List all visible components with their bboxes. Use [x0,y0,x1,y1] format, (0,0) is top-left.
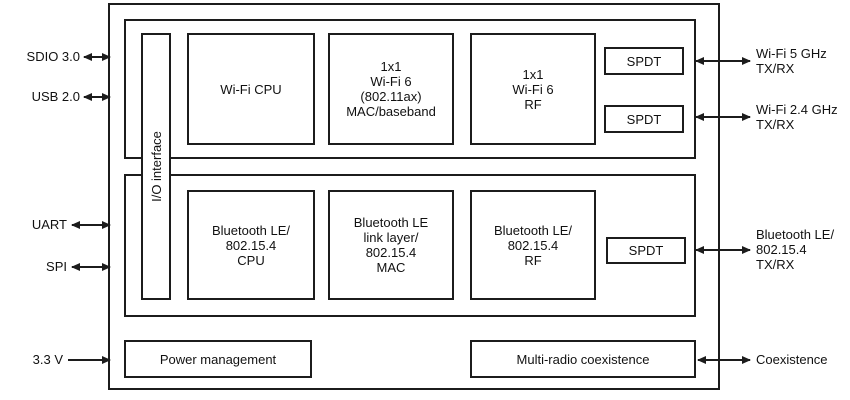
bt-mac-label-line4: MAC [376,260,406,275]
bt-txrx-label-line3: TX/RX [756,257,795,272]
port-label-sdio: SDIO 3.0 [26,49,80,64]
io-interface-block: I/O interface [141,33,171,300]
multi-radio-coexistence-block: Multi-radio coexistence [470,340,696,378]
coexistence-arrow [697,356,751,364]
wifi-cpu-label: Wi-Fi CPU [220,81,282,97]
port-label-wifi-24ghz: Wi-Fi 2.4 GHz TX/RX [756,102,838,132]
port-label-uart: UART [31,217,67,232]
bt-mac-block: Bluetooth LE link layer/ 802.15.4 MAC [328,190,454,300]
spdt-wifi-24ghz-block: SPDT [604,105,684,133]
port-label-coexistence: Coexistence [756,352,828,367]
usb-arrow [83,93,111,101]
port-label-usb: USB 2.0 [31,89,80,104]
bt-rf-label-line3: RF [524,252,542,268]
bt-mac-label-line1: Bluetooth LE [353,215,429,230]
wifi-mac-label-line3: (802.11ax) [360,89,422,104]
wifi-5ghz-arrow [695,57,751,65]
wifi-rf-label-line2: Wi-Fi 6 [512,81,554,97]
bt-cpu-block: Bluetooth LE/ 802.15.4 CPU [187,190,315,300]
bt-mac-label-line2: link layer/ [363,230,419,245]
bt-rf-label-line1: Bluetooth LE/ [493,222,573,238]
spdt-wifi-5ghz-label: SPDT [626,53,662,69]
uart-arrow [71,221,111,229]
chip-outline [108,3,720,390]
bluetooth-subsystem-outline [124,174,696,317]
wifi-rf-label-line3: RF [524,96,542,112]
wifi-24ghz-arrow [695,113,751,121]
bt-txrx-label-line2: 802.15.4 [756,242,807,257]
power-management-block: Power management [124,340,312,378]
wifi-rf-block: 1x1 Wi-Fi 6 RF [470,33,596,145]
coexistence-label-line1: Coexistence [756,352,828,367]
bt-txrx-label-line1: Bluetooth LE/ [756,227,835,242]
multi-radio-coexistence-label: Multi-radio coexistence [516,351,650,367]
wifi-24ghz-label-line1: Wi-Fi 2.4 GHz [756,102,838,117]
port-label-3v3: 3.3 V [32,352,63,367]
io-interface-label: I/O interface [148,131,164,202]
wifi-mac-baseband-block: 1x1 Wi-Fi 6 (802.11ax) MAC/baseband [328,33,454,145]
spdt-wifi-5ghz-block: SPDT [604,47,684,75]
wifi-5ghz-label-line2: TX/RX [756,61,795,76]
bt-cpu-label-line2: 802.15.4 [225,237,277,253]
spdt-wifi-24ghz-label: SPDT [626,111,662,127]
bt-cpu-label-line1: Bluetooth LE/ [211,222,291,238]
wifi-rf-label-line1: 1x1 [522,66,544,82]
wifi-mac-label-line4: MAC/baseband [346,104,436,119]
wifi-mac-label-line2: Wi-Fi 6 [370,74,412,89]
port-label-bt-txrx: Bluetooth LE/ 802.15.4 TX/RX [756,227,834,272]
spi-arrow [71,263,111,271]
wifi-subsystem-outline [124,19,696,159]
wifi-24ghz-label-line2: TX/RX [756,117,795,132]
port-label-wifi-5ghz: Wi-Fi 5 GHz TX/RX [756,46,827,76]
wifi-5ghz-label-line1: Wi-Fi 5 GHz [756,46,827,61]
sdio-arrow [83,53,111,61]
bt-mac-label-line3: 802.15.4 [365,245,417,260]
spdt-bt-label: SPDT [628,243,664,258]
spdt-bt-block: SPDT [606,237,686,264]
bt-cpu-label-line3: CPU [237,252,265,268]
wifi-mac-label-line1: 1x1 [380,59,402,74]
wifi-cpu-block: Wi-Fi CPU [187,33,315,145]
power-management-label: Power management [159,351,277,367]
bt-txrx-arrow [695,246,751,254]
port-label-spi: SPI [46,259,67,274]
3v3-arrow [68,356,111,364]
bt-rf-label-line2: 802.15.4 [507,237,559,253]
bt-rf-block: Bluetooth LE/ 802.15.4 RF [470,190,596,300]
